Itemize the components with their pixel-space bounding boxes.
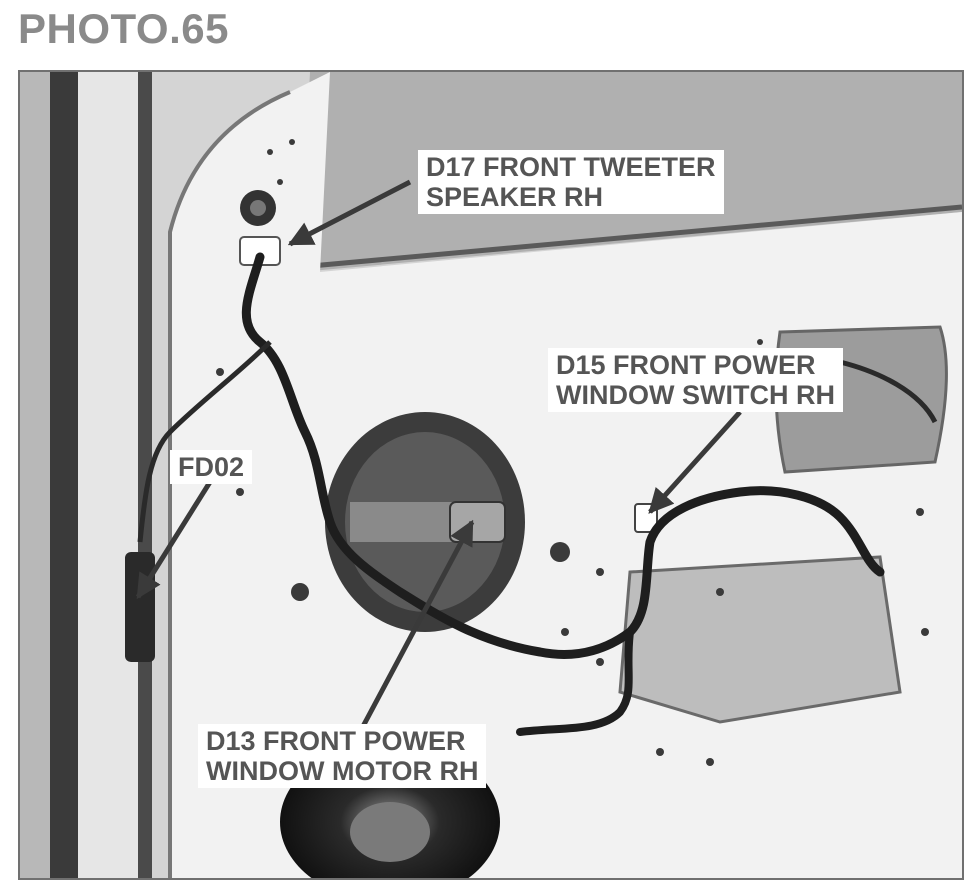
callout-d13-line-1: D13 FRONT POWER [206,726,466,756]
arrow-fd02 [135,480,213,600]
callout-d17-line-1: D17 FRONT TWEETER [426,152,716,182]
callout-arrows [135,179,742,734]
callout-d17-front-tweeter-speaker: D17 FRONT TWEETER SPEAKER RH [418,150,724,214]
callout-fd02: FD02 [170,450,253,484]
door-seal [50,72,78,878]
callout-d15-line-2: WINDOW SWITCH RH [556,380,835,410]
arrow-d17 [287,179,412,247]
arrow-d13 [357,519,475,734]
fd02-connector [125,552,155,662]
callout-d13-line-2: WINDOW MOTOR RH [206,756,479,786]
callout-d15-line-1: D15 FRONT POWER [556,350,816,380]
wiring-harness [241,252,885,659]
page-title: PHOTO.65 [18,5,229,52]
callout-d17-line-2: SPEAKER RH [426,182,604,212]
callout-fd02-line-1: FD02 [178,452,245,482]
window-motor [449,501,506,543]
callout-d15-front-power-window-switch: D15 FRONT POWER WINDOW SWITCH RH [548,348,843,412]
callout-d13-front-power-window-motor: D13 FRONT POWER WINDOW MOTOR RH [198,724,487,788]
access-panel-lower-right [618,555,902,724]
arrow-d15 [648,410,742,514]
